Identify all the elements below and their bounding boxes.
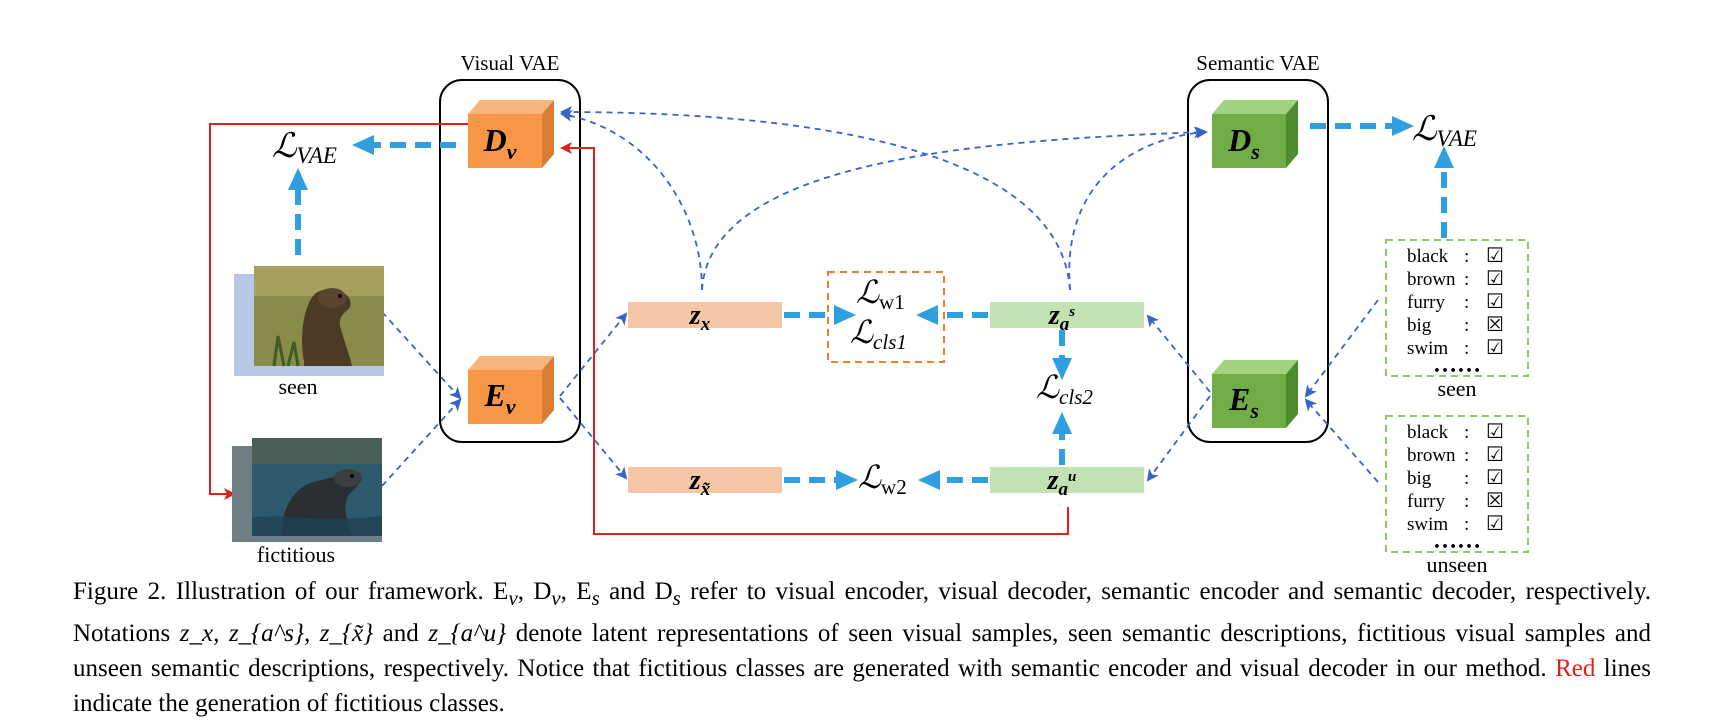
- attribute-name: big: [1407, 315, 1432, 336]
- latent-flow-arrows: [381, 106, 1379, 487]
- loss-cls1: ℒcls1: [850, 314, 907, 354]
- seen-sample-image: [254, 266, 384, 366]
- semantic-encoder-cube: Es: [1212, 360, 1298, 428]
- svg-text:Ev: Ev: [483, 377, 515, 419]
- visual-vae-title: Visual VAE: [461, 51, 560, 75]
- loss-w1: ℒw1: [856, 274, 905, 314]
- attribute-name: big: [1407, 468, 1432, 489]
- latent-zas: zas: [990, 300, 1144, 335]
- loss-vae-visual: ℒVAE: [272, 128, 337, 168]
- latent-zx: zx: [628, 300, 782, 335]
- seal-icon: [252, 438, 382, 536]
- attribute-checkbox-icon: ☑: [1486, 268, 1504, 290]
- attribute-separator: :: [1464, 292, 1469, 313]
- svg-text:zau: zau: [1047, 465, 1077, 500]
- unseen-attr-caption: unseen: [1426, 552, 1487, 577]
- attribute-checkbox-icon: ☑: [1486, 245, 1504, 267]
- semantic-decoder-cube: Ds: [1212, 100, 1298, 168]
- loss-cls2: ℒcls2: [1036, 369, 1093, 409]
- latent-zx-tilde: zx̃: [628, 465, 782, 500]
- unseen-attr-ellipsis: ……: [1433, 528, 1481, 554]
- framework-diagram: Visual VAE Semantic VAE Dv Ev Ds Es zx z…: [209, 51, 1529, 577]
- attribute-name: furry: [1407, 491, 1445, 512]
- attribute-name: black: [1407, 422, 1449, 443]
- semantic-vae-container: [1187, 79, 1329, 443]
- latent-zau: zau: [990, 465, 1144, 500]
- fictitious-image-label: fictitious: [257, 542, 335, 567]
- attribute-name: furry: [1407, 292, 1445, 313]
- attribute-checkbox-icon: ☒: [1486, 314, 1504, 336]
- attribute-name: swim: [1407, 338, 1448, 359]
- svg-text:Dv: Dv: [483, 122, 517, 164]
- visual-encoder-cube: Ev: [468, 356, 554, 424]
- svg-text:zas: zas: [1048, 300, 1075, 335]
- attribute-separator: :: [1464, 315, 1469, 336]
- svg-text:Es: Es: [1228, 381, 1259, 423]
- attribute-checkbox-icon: ☑: [1486, 513, 1504, 535]
- attribute-checkbox-icon: ☒: [1486, 490, 1504, 512]
- attribute-name: brown: [1407, 445, 1456, 466]
- seen-attr-caption: seen: [1437, 376, 1476, 401]
- attribute-separator: :: [1464, 445, 1469, 466]
- generation-lines: [209, 123, 1069, 535]
- seen-image-label: seen: [278, 374, 317, 399]
- attribute-separator: :: [1464, 246, 1469, 267]
- svg-text:zx: zx: [689, 300, 711, 335]
- figure-caption: Figure 2. Illustration of our framework.…: [73, 578, 1651, 717]
- attribute-separator: :: [1464, 514, 1469, 535]
- unseen-attribute-box: [1385, 415, 1529, 553]
- attribute-name: swim: [1407, 514, 1448, 535]
- attribute-separator: :: [1464, 338, 1469, 359]
- loss-w2: ℒw2: [858, 459, 907, 499]
- attribute-checkbox-icon: ☑: [1486, 291, 1504, 313]
- svg-text:zx̃: zx̃: [689, 465, 711, 500]
- attribute-checkbox-icon: ☑: [1486, 337, 1504, 359]
- attribute-separator: :: [1464, 491, 1469, 512]
- svg-text:Ds: Ds: [1227, 122, 1260, 164]
- fictitious-sample-image: [252, 438, 382, 536]
- visual-decoder-cube: Dv: [468, 100, 554, 168]
- attribute-separator: :: [1464, 422, 1469, 443]
- attribute-checkbox-icon: ☑: [1486, 467, 1504, 489]
- attribute-checkbox-icon: ☑: [1486, 444, 1504, 466]
- attribute-name: black: [1407, 246, 1449, 267]
- loss-group-box: [827, 271, 945, 363]
- semantic-vae-title: Semantic VAE: [1196, 51, 1319, 75]
- attribute-separator: :: [1464, 269, 1469, 290]
- otter-icon: [254, 266, 384, 366]
- seen-attribute-list: black: ☑ brown: ☑ furry: ☑ big: ☒ swim: ☑: [1407, 245, 1504, 359]
- caption-red-word: Red: [1555, 655, 1596, 682]
- loss-vae-semantic: ℒVAE: [1412, 111, 1477, 151]
- seen-attr-ellipsis: ……: [1433, 352, 1481, 378]
- attribute-name: brown: [1407, 269, 1456, 290]
- seen-attribute-box: [1385, 239, 1529, 377]
- unseen-attribute-list: black: ☑ brown: ☑ big: ☑ furry: ☒ swim: ☑: [1407, 421, 1504, 535]
- reconstruction-arrows: [288, 116, 1454, 490]
- visual-vae-container: [439, 79, 581, 443]
- attribute-checkbox-icon: ☑: [1486, 421, 1504, 443]
- attribute-separator: :: [1464, 468, 1469, 489]
